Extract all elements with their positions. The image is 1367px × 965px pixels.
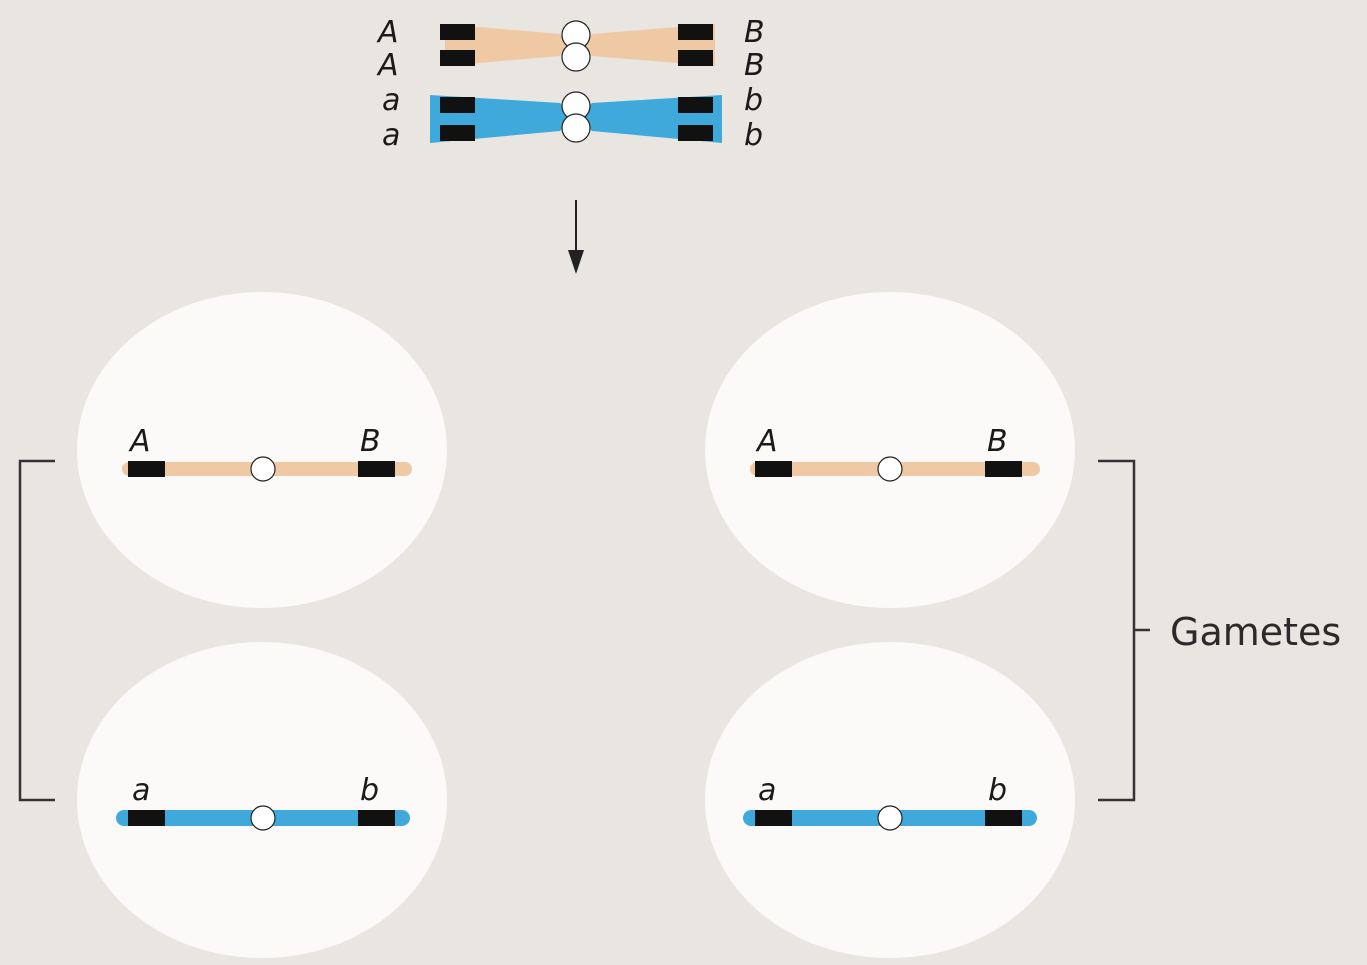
gametes-label: Gametes (1170, 610, 1341, 654)
gamete-1-gene-band-right (358, 461, 395, 477)
dominant-centromere-lower (561, 42, 591, 72)
gene-band-a-upper (440, 97, 475, 113)
gene-band-B-lower (678, 50, 713, 66)
gamete-4-label-left: a (758, 773, 776, 808)
gene-band-a-lower (440, 125, 475, 141)
gamete-1-label-right: B (360, 424, 381, 459)
gamete-1-label-left: A (128, 424, 151, 459)
gamete-cell-4: a b (705, 642, 1075, 958)
gamete-3-gene-band-left (755, 461, 792, 477)
left-bracket (18, 459, 55, 802)
gamete-3-label-right: B (987, 424, 1008, 459)
meiosis-arrow-icon (568, 200, 584, 274)
gamete-cell-4-body (705, 642, 1075, 958)
parent-label-left-3: a (382, 83, 400, 118)
gamete-2-label-right: b (360, 773, 379, 808)
gamete-1-centromere (250, 456, 276, 482)
gamete-4-centromere (877, 805, 903, 831)
gamete-2-gene-band-left (128, 810, 165, 826)
parent-label-right-2: B (744, 48, 765, 83)
parent-label-left-4: a (382, 118, 400, 153)
parent-label-right-4: b (744, 118, 763, 153)
parent-label-left-1: A (376, 15, 399, 50)
gamete-cell-2: a b (77, 642, 447, 958)
gamete-2-gene-band-right (358, 810, 395, 826)
gamete-1-gene-band-left (128, 461, 165, 477)
gamete-2-centromere (250, 805, 276, 831)
gene-band-A-upper (440, 24, 475, 40)
parent-chromosome-recessive (430, 91, 722, 143)
parent-chromosome-dominant (440, 20, 715, 72)
gamete-cell-3: A B (705, 292, 1075, 608)
parent-chromosome-pair: A A a a B B b b (376, 15, 765, 153)
gamete-2-label-left: a (132, 773, 150, 808)
dominant-chromatids-left-arm (445, 24, 568, 66)
gamete-4-label-right: b (988, 773, 1007, 808)
gamete-3-gene-band-right (985, 461, 1022, 477)
gamete-cell-1-body (77, 292, 447, 608)
gene-band-A-lower (440, 50, 475, 66)
gene-band-b-upper (678, 97, 713, 113)
gamete-3-centromere (877, 456, 903, 482)
gene-band-B-upper (678, 24, 713, 40)
gamete-cell-2-body (77, 642, 447, 958)
parent-label-right-1: B (744, 15, 765, 50)
recessive-centromere-lower (561, 113, 591, 143)
gamete-cell-1: A B (77, 292, 447, 608)
parent-label-left-2: A (376, 48, 399, 83)
gamete-4-gene-band-right (985, 810, 1022, 826)
gamete-4-gene-band-left (755, 810, 792, 826)
right-bracket (1098, 459, 1150, 802)
gene-band-b-lower (678, 125, 713, 141)
parent-label-right-3: b (744, 83, 763, 118)
gamete-3-label-left: A (755, 424, 778, 459)
gamete-cell-3-body (705, 292, 1075, 608)
